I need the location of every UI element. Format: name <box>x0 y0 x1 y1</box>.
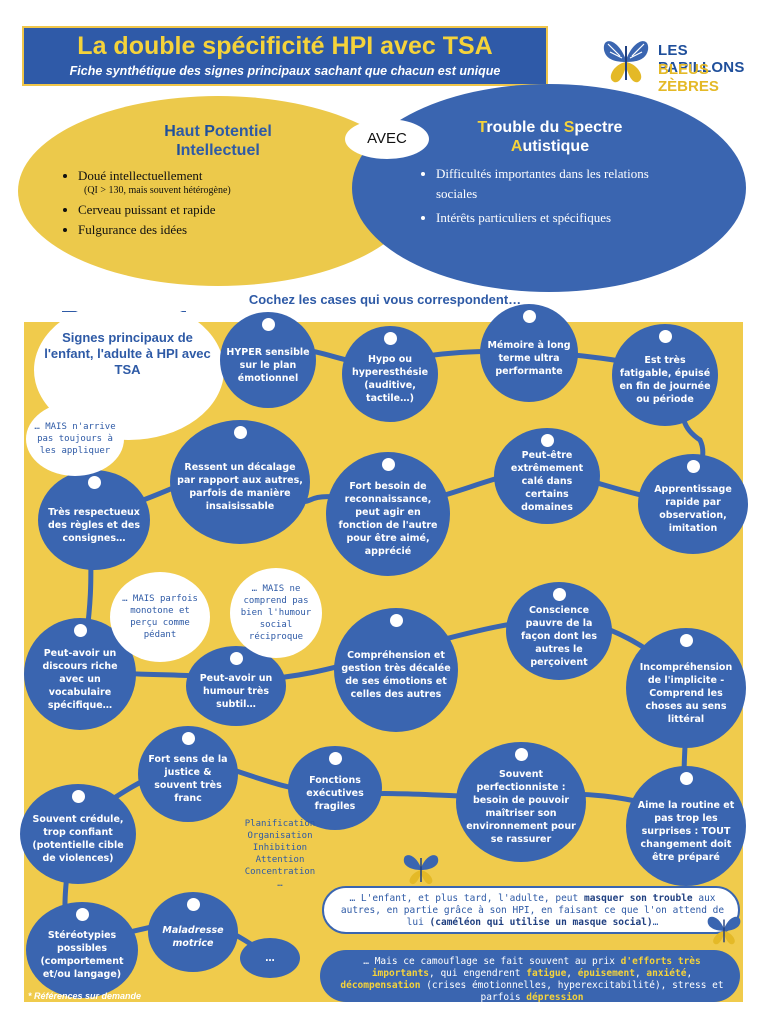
camouflage-text: … Mais ce camouflage se fait souvent au … <box>340 956 724 1003</box>
logo-text-line1: LES PAPILLONS <box>658 42 745 76</box>
checkbox[interactable] <box>540 434 554 447</box>
checkbox[interactable] <box>186 898 200 911</box>
sign-node[interactable]: HYPER sensible sur le plan émotionnel <box>220 312 316 408</box>
sign-node[interactable]: Maladresse motrice <box>148 892 238 972</box>
page-subtitle: Fiche synthétique des signes principaux … <box>69 64 501 78</box>
checkbox[interactable] <box>87 476 101 489</box>
hpi-item: Doué intellectuellement <box>78 166 330 186</box>
title-bar: La double spécificité HPI avec TSA Fiche… <box>22 26 548 86</box>
checkbox[interactable] <box>686 460 700 473</box>
checkbox[interactable] <box>229 652 243 665</box>
sign-node[interactable]: Fort sens de la justice & souvent très f… <box>138 726 238 822</box>
butterfly-icon <box>403 855 439 885</box>
sign-node[interactable]: Stéréotypies possibles (comportement et/… <box>26 902 138 998</box>
sign-node[interactable]: Fonctions exécutives fragiles <box>288 746 382 830</box>
hpi-item-note: (QI > 130, mais souvent hétérogène) <box>84 185 231 196</box>
tsa-item: Difficultés importantes dans les relatio… <box>436 164 678 204</box>
sign-node[interactable]: Ressent un décalage par rapport aux autr… <box>170 420 310 544</box>
checkbox[interactable] <box>75 908 89 921</box>
sign-node[interactable]: Apprentissage rapide par observation, im… <box>638 454 748 554</box>
logo-text-line2: BLEUS ZÈBRES <box>658 61 719 95</box>
checkbox[interactable] <box>389 614 403 627</box>
logo: LES PAPILLONS BLEUS ZÈBRES <box>598 30 748 95</box>
sign-node[interactable]: Aime la routine et pas trop les surprise… <box>626 766 746 886</box>
checkbox[interactable] <box>522 310 536 323</box>
sign-node[interactable]: Souvent perfectionniste : besoin de pouv… <box>456 742 586 862</box>
sign-node[interactable]: Peut-être extrêmement calé dans certains… <box>494 428 600 524</box>
sign-node[interactable]: Très respectueux des règles et des consi… <box>38 470 150 570</box>
sign-node[interactable]: Incompréhension de l'implicite - Compren… <box>626 628 746 748</box>
checkbox[interactable] <box>181 732 195 745</box>
sign-node[interactable]: Est très fatigable, épuisé en fin de jou… <box>612 324 718 426</box>
tsa-ellipse <box>352 84 746 292</box>
tsa-list: Difficultés importantes dans les relatio… <box>418 164 678 228</box>
checkbox[interactable] <box>73 624 87 637</box>
checkbox[interactable] <box>679 772 693 785</box>
checkbox[interactable] <box>381 458 395 471</box>
checkbox[interactable] <box>514 748 528 761</box>
camouflage-box <box>320 950 740 1002</box>
panel-label: Signes principaux de l'enfant, l'adulte … <box>44 330 211 377</box>
sign-node[interactable]: Conscience pauvre de la façon dont les a… <box>506 582 612 680</box>
sign-node-ellipsis: … <box>240 938 300 978</box>
sign-node[interactable]: Mémoire à long terme ultra performante <box>480 304 578 402</box>
page-title: La double spécificité HPI avec TSA <box>77 32 493 60</box>
tsa-item: Intérêts particuliers et spécifiques <box>436 208 678 228</box>
panel-heading: Cochez les cases qui vous correspondent… <box>248 292 522 307</box>
checkbox[interactable] <box>658 330 672 343</box>
sign-node[interactable]: Peut-avoir un humour très subtil… <box>186 646 286 726</box>
butterfly-icon <box>603 41 649 83</box>
note-bubble: … MAIS ne comprend pas bien l'humour soc… <box>230 568 322 658</box>
hpi-title: Haut Potentiel Intellectuel <box>164 123 272 159</box>
sign-node[interactable]: Compréhension et gestion très décalée de… <box>334 608 458 732</box>
sign-node[interactable]: Fort besoin de reconnaissance, peut agir… <box>326 452 450 576</box>
checkbox[interactable] <box>71 790 85 803</box>
exec-functions-list: Planification Organisation Inhibition At… <box>244 819 316 889</box>
hpi-item: Fulgurance des idées <box>78 220 330 240</box>
checkbox[interactable] <box>328 752 342 765</box>
checkbox[interactable] <box>261 318 275 331</box>
checkbox[interactable] <box>233 426 247 439</box>
note-bubble: … MAIS parfois monotone et perçu comme p… <box>110 572 210 662</box>
masking-box <box>322 886 740 934</box>
sign-node[interactable]: Souvent crédule, trop confiant (potentie… <box>20 784 136 884</box>
masking-text: … L'enfant, et plus tard, l'adulte, peut… <box>340 893 725 928</box>
butterfly-icon <box>707 916 741 945</box>
note-bubble: … MAIS n'arrive pas toujours à les appli… <box>26 402 124 476</box>
checkbox[interactable] <box>552 588 566 601</box>
tsa-title: Trouble du Spectre Autistique <box>477 119 623 155</box>
sign-node[interactable]: Hypo ou hyperesthésie (auditive, tactile… <box>342 326 438 422</box>
checkbox[interactable] <box>383 332 397 345</box>
avec-badge: AVEC <box>345 119 429 159</box>
checkbox[interactable] <box>679 634 693 647</box>
hpi-list: Doué intellectuellement (QI > 130, mais … <box>60 166 330 240</box>
hpi-item: Cerveau puissant et rapide <box>78 200 330 220</box>
references-note: * Références sur demande <box>28 991 142 1001</box>
